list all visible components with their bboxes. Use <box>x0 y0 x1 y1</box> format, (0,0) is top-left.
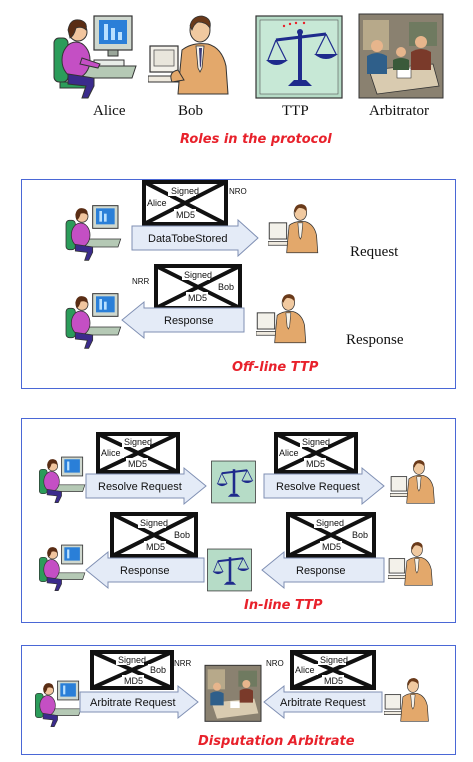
ttp-scales-icon <box>207 548 252 592</box>
envelope-signed-text: Signed <box>140 518 168 528</box>
envelope-hash-text: MD5 <box>146 542 165 552</box>
envelope-hash-text: MD5 <box>306 459 325 469</box>
arrow-label: Response <box>164 315 214 327</box>
envelope-hash-text: MD5 <box>128 459 147 469</box>
envelope-party-text: Bob <box>150 665 166 675</box>
bob-small-icon <box>390 459 435 504</box>
alice-small-icon <box>39 544 86 591</box>
envelope-signed-text: Signed <box>320 655 348 665</box>
roles-caption: Roles in the protocol <box>180 132 332 147</box>
envelope-party-text: Alice <box>101 448 121 458</box>
alice-small-icon <box>35 680 82 727</box>
arbitrator-figure <box>358 13 444 99</box>
envelope-signed-text: Signed <box>124 437 152 447</box>
bob-small-icon <box>384 677 429 722</box>
envelope-signed-text: Signed <box>316 518 344 528</box>
offline-request-message: Signed Alice MD5 NRO DataTobeStored <box>131 180 259 258</box>
nrr-tag: NRR <box>174 659 192 668</box>
inline-ttp-caption: In-line TTP <box>244 598 323 613</box>
envelope-hash-text: MD5 <box>176 210 195 220</box>
ttp-scales-figure <box>255 15 343 99</box>
envelope-party-text: Alice <box>147 198 167 208</box>
ttp-scales-icon <box>211 460 256 504</box>
arbitrator-icon <box>204 664 262 722</box>
alice-figure <box>53 15 137 99</box>
arrow-label: Resolve Request <box>98 481 182 493</box>
arrow-label: Arbitrate Request <box>90 697 176 709</box>
request-label: Request <box>350 244 399 260</box>
envelope-party-text: Bob <box>174 530 190 540</box>
inline-resolve-request-message-1: Signed Alice MD5 Resolve Request <box>85 432 207 506</box>
arbitrate-request-message-2: NRO Signed Alice MD5 Arbitrate Request <box>263 650 383 720</box>
arrow-label: Response <box>296 565 346 577</box>
envelope-party-text: Bob <box>352 530 368 540</box>
alice-small-icon <box>65 205 122 261</box>
nro-tag: NRO <box>229 187 247 196</box>
nro-tag: NRO <box>266 659 284 668</box>
offline-ttp-caption: Off-line TTP <box>232 360 319 375</box>
arbitrator-label: Arbitrator <box>369 103 429 119</box>
alice-label: Alice <box>93 103 126 119</box>
envelope-hash-text: MD5 <box>324 676 343 686</box>
inline-response-message-2: Signed Bob MD5 Response <box>261 512 385 590</box>
envelope-hash-text: MD5 <box>188 293 207 303</box>
arbitrate-request-message-1: Signed Bob MD5 NRR Arbitrate Request <box>79 650 199 720</box>
envelope-party-text: Alice <box>279 448 299 458</box>
inline-resolve-request-message-2: Signed Alice MD5 Resolve Request <box>263 432 385 506</box>
offline-response-message: NRR Signed Bob MD5 Response <box>121 264 245 340</box>
envelope-party-text: Alice <box>295 665 315 675</box>
bob-figure <box>148 15 229 95</box>
response-label: Response <box>346 332 404 348</box>
alice-small-icon <box>65 293 122 349</box>
bob-small-icon <box>388 541 433 586</box>
bob-label: Bob <box>178 103 204 119</box>
envelope-hash-text: MD5 <box>322 542 341 552</box>
inline-response-message-1: Signed Bob MD5 Response <box>85 512 205 590</box>
arrow-label: Response <box>120 565 170 577</box>
envelope-party-text: Bob <box>218 282 234 292</box>
arrow-label: Resolve Request <box>276 481 360 493</box>
envelope-hash-text: MD5 <box>124 676 143 686</box>
nrr-tag: NRR <box>132 277 150 286</box>
bob-small-icon <box>256 294 307 344</box>
envelope-signed-text: Signed <box>302 437 330 447</box>
arrow-label: Arbitrate Request <box>280 697 366 709</box>
arbitration-caption: Disputation Arbitrate <box>198 734 355 749</box>
ttp-label: TTP <box>282 103 309 119</box>
envelope-signed-text: Signed <box>118 655 146 665</box>
alice-small-icon <box>39 456 86 503</box>
envelope-signed-text: Signed <box>171 186 199 196</box>
envelope-signed-text: Signed <box>184 270 212 280</box>
arrow-label: DataTobeStored <box>148 233 228 245</box>
bob-small-icon <box>268 204 319 254</box>
